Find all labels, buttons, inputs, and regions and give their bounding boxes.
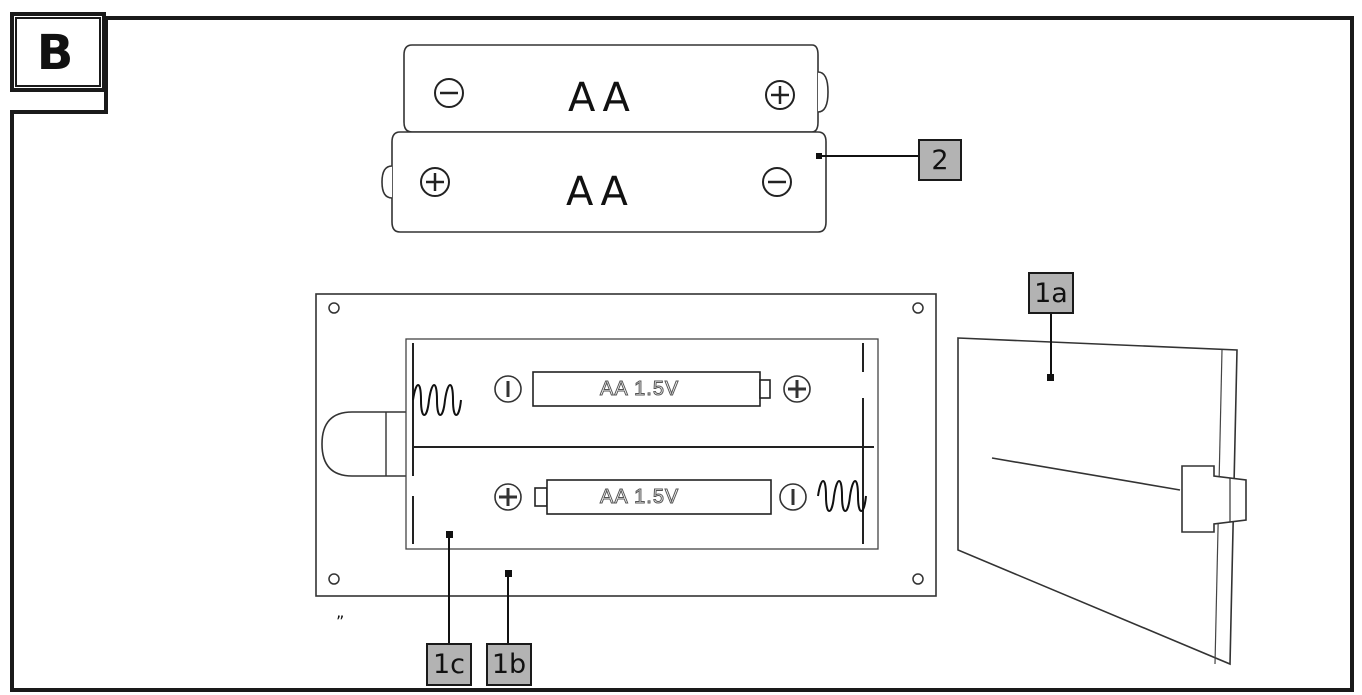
battery-aa-bottom: [381, 131, 827, 233]
battery-aa-top: [403, 44, 829, 133]
callout-2: 2: [918, 139, 962, 181]
cell-label-lower: AA 1.5V: [599, 486, 680, 508]
cell-label-upper: AA 1.5V: [599, 378, 680, 400]
plus-terminal-icon: [420, 167, 450, 197]
minus-terminal-icon: [762, 167, 792, 197]
section-label: B: [36, 25, 74, 81]
outer-frame: [10, 16, 1354, 692]
leader-line-1b: [505, 570, 512, 645]
callout-1a: 1a: [1028, 272, 1074, 314]
screw-hole: [328, 302, 340, 314]
minus-terminal-icon: [434, 78, 464, 108]
leader-line-2: [816, 153, 918, 159]
leader-line-1c: [446, 531, 453, 645]
battery-compartment: [315, 293, 937, 597]
screw-hole: [912, 302, 924, 314]
battery-cover: [957, 337, 1247, 666]
battery-label-top: AA: [568, 75, 636, 121]
plus-terminal-icon: [765, 80, 795, 110]
section-label-box: [10, 12, 106, 92]
screw-hole: [912, 573, 924, 585]
callout-1c: 1c: [426, 643, 472, 686]
cell-outline-lower: [494, 479, 807, 515]
leader-line-1a: [1047, 312, 1054, 381]
spring-contact: [412, 384, 462, 416]
callout-1b: 1b: [486, 643, 532, 686]
cell-outline-upper: [494, 371, 811, 407]
stray-mark: ”: [336, 612, 345, 631]
screw-hole: [328, 573, 340, 585]
spring-contact: [817, 480, 867, 512]
battery-label-bottom: AA: [566, 169, 634, 215]
